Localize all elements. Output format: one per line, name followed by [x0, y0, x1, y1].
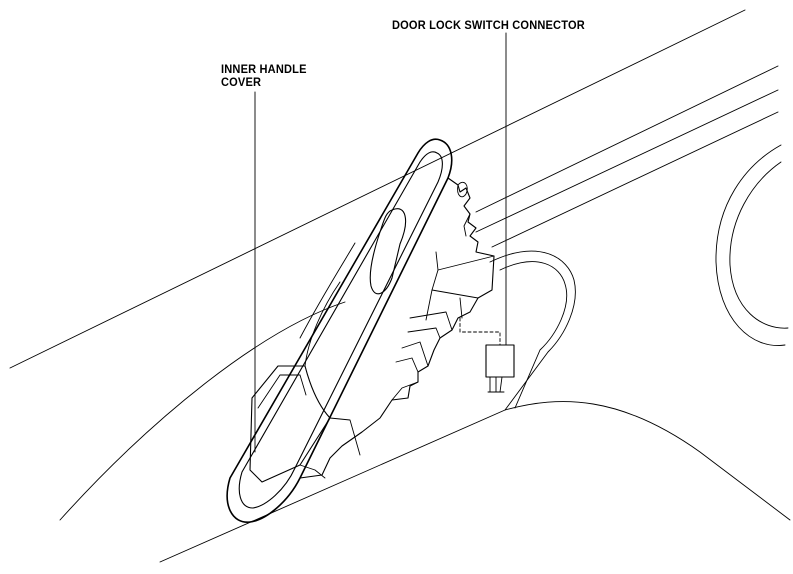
handle-housing	[299, 177, 495, 479]
door-trim-lines	[9, 9, 779, 369]
armrest-panel	[59, 250, 791, 563]
window-frame-curves	[715, 144, 789, 346]
inner-handle-cover-label-line1: INNER HANDLE	[221, 62, 307, 76]
leader-lines	[254, 32, 507, 453]
inner-handle-cover	[226, 138, 453, 523]
door-lock-switch-connector	[459, 317, 515, 393]
door-lock-switch-connector-label: DOOR LOCK SWITCH CONNECTOR	[392, 18, 585, 32]
inner-handle-cover-label-line2: COVER	[221, 75, 262, 89]
